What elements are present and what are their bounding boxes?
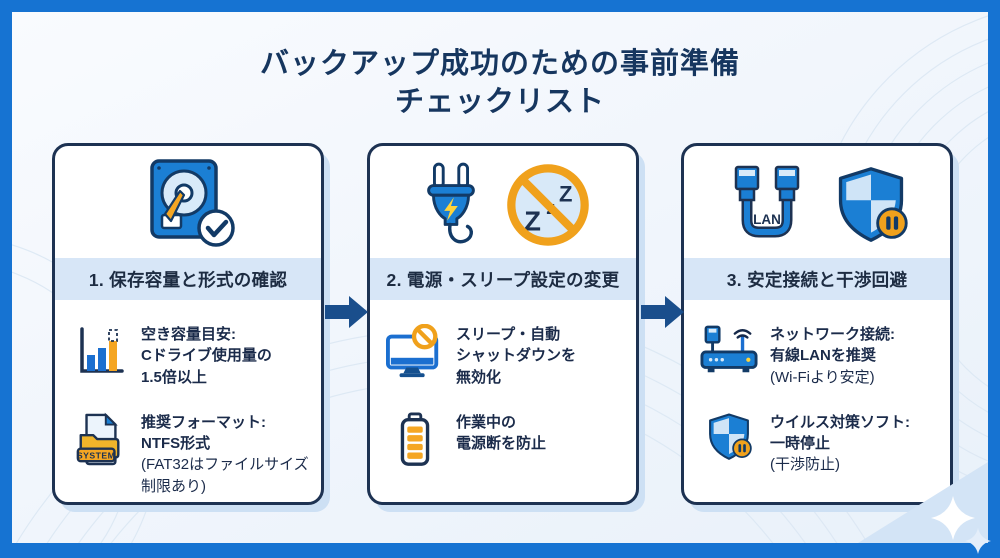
- card1-hero: [55, 146, 321, 258]
- item-text: ウイルス対策ソフト: 一時停止 (干渉防止): [770, 412, 910, 476]
- text-line: 作業中の: [456, 413, 517, 431]
- card-power-settings: Z z Z 2. 電源・スリープ設定の変更: [367, 143, 639, 505]
- list-item: ネットワーク接続: 有線LANを推奨 (Wi-Fiより安定): [700, 324, 938, 388]
- shield-pause-icon: [700, 412, 758, 462]
- system-file-icon: SYSTEM: [71, 412, 129, 468]
- item-text: スリープ・自動 シャットダウンを 無効化: [456, 324, 576, 388]
- text-line: スリープ・自動: [456, 326, 561, 343]
- list-item: SYSTEM 推奨フォーマット: NTFS形式 (FAT32はファイルサイズ制限…: [71, 412, 309, 497]
- text-line: ウイルス対策ソフト:: [770, 413, 910, 431]
- text-line: 電源断を防止: [456, 435, 547, 453]
- text-line: 無効化: [456, 368, 502, 386]
- text-line: 空き容量目安:: [141, 326, 236, 343]
- text-note: (Wi-Fiより安定): [770, 368, 875, 386]
- text-line: 1.5倍以上: [141, 368, 207, 386]
- page-title: バックアップ成功のための事前準備 チェックリスト: [12, 45, 988, 121]
- text-line: NTFS形式: [141, 435, 211, 453]
- capacity-bar-chart-icon: [71, 324, 129, 378]
- no-sleep-icon: Z z Z: [507, 164, 589, 246]
- shield-pause-icon: [838, 167, 908, 242]
- card3-header: 3. 安定接続と干渉回避: [684, 258, 950, 300]
- text-note: (FAT32はファイルサイズ制限あり): [141, 456, 309, 495]
- item-text: 作業中の 電源断を防止: [456, 412, 546, 455]
- text-line: Cドライブ使用量の: [141, 347, 272, 365]
- list-item: スリープ・自動 シャットダウンを 無効化: [386, 324, 624, 388]
- title-line-1: バックアップ成功のための事前準備: [259, 48, 740, 80]
- item-text: 推奨フォーマット: NTFS形式 (FAT32はファイルサイズ制限あり): [141, 412, 309, 497]
- text-line: 有線LANを推奨: [770, 347, 876, 365]
- power-plug-icon: [427, 162, 475, 244]
- sleep-z-large: Z: [524, 206, 541, 237]
- title-line-2: チェックリスト: [394, 86, 605, 118]
- card-stable-connection: LAN 3. 安定接続と干渉回避: [681, 143, 953, 505]
- list-item: 作業中の 電源断を防止: [386, 412, 624, 468]
- text-line: シャットダウンを: [456, 347, 577, 365]
- hdd-check-icon: [150, 159, 235, 247]
- card2-body: スリープ・自動 シャットダウンを 無効化: [370, 300, 636, 502]
- item-text: 空き容量目安: Cドライブ使用量の 1.5倍以上: [141, 324, 272, 388]
- item-text: ネットワーク接続: 有線LANを推奨 (Wi-Fiより安定): [770, 324, 895, 388]
- card2-header: 2. 電源・スリープ設定の変更: [370, 258, 636, 300]
- text-line: ネットワーク接続:: [770, 326, 895, 343]
- lan-label: LAN: [753, 212, 781, 227]
- text-line: 推奨フォーマット:: [141, 413, 266, 431]
- flow-arrow-right-icon: [325, 296, 368, 328]
- card1-body: 空き容量目安: Cドライブ使用量の 1.5倍以上 SYSTEM 推奨: [55, 300, 321, 502]
- lan-cable-icon: LAN: [734, 165, 800, 238]
- text-note: (干渉防止): [770, 456, 840, 474]
- list-item: ウイルス対策ソフト: 一時停止 (干渉防止): [700, 412, 938, 476]
- monitor-block-icon: [386, 324, 444, 380]
- system-badge-label: SYSTEM: [77, 450, 115, 460]
- text-line: 一時停止: [770, 435, 831, 453]
- card-storage-check: 1. 保存容量と形式の確認 空き容量目安: Cドライブ使用量の 1.5倍以上: [52, 143, 324, 505]
- list-item: 空き容量目安: Cドライブ使用量の 1.5倍以上: [71, 324, 309, 388]
- corner-sparkle-decoration: [858, 462, 991, 554]
- router-icon: [700, 324, 758, 378]
- card3-hero: LAN: [684, 146, 950, 258]
- card2-hero: Z z Z: [370, 146, 636, 258]
- sleep-z-medium: Z: [559, 181, 572, 206]
- battery-icon: [386, 412, 444, 468]
- card1-header: 1. 保存容量と形式の確認: [55, 258, 321, 300]
- flow-arrow-right-icon: [641, 296, 684, 328]
- card3-body: ネットワーク接続: 有線LANを推奨 (Wi-Fiより安定): [684, 300, 950, 502]
